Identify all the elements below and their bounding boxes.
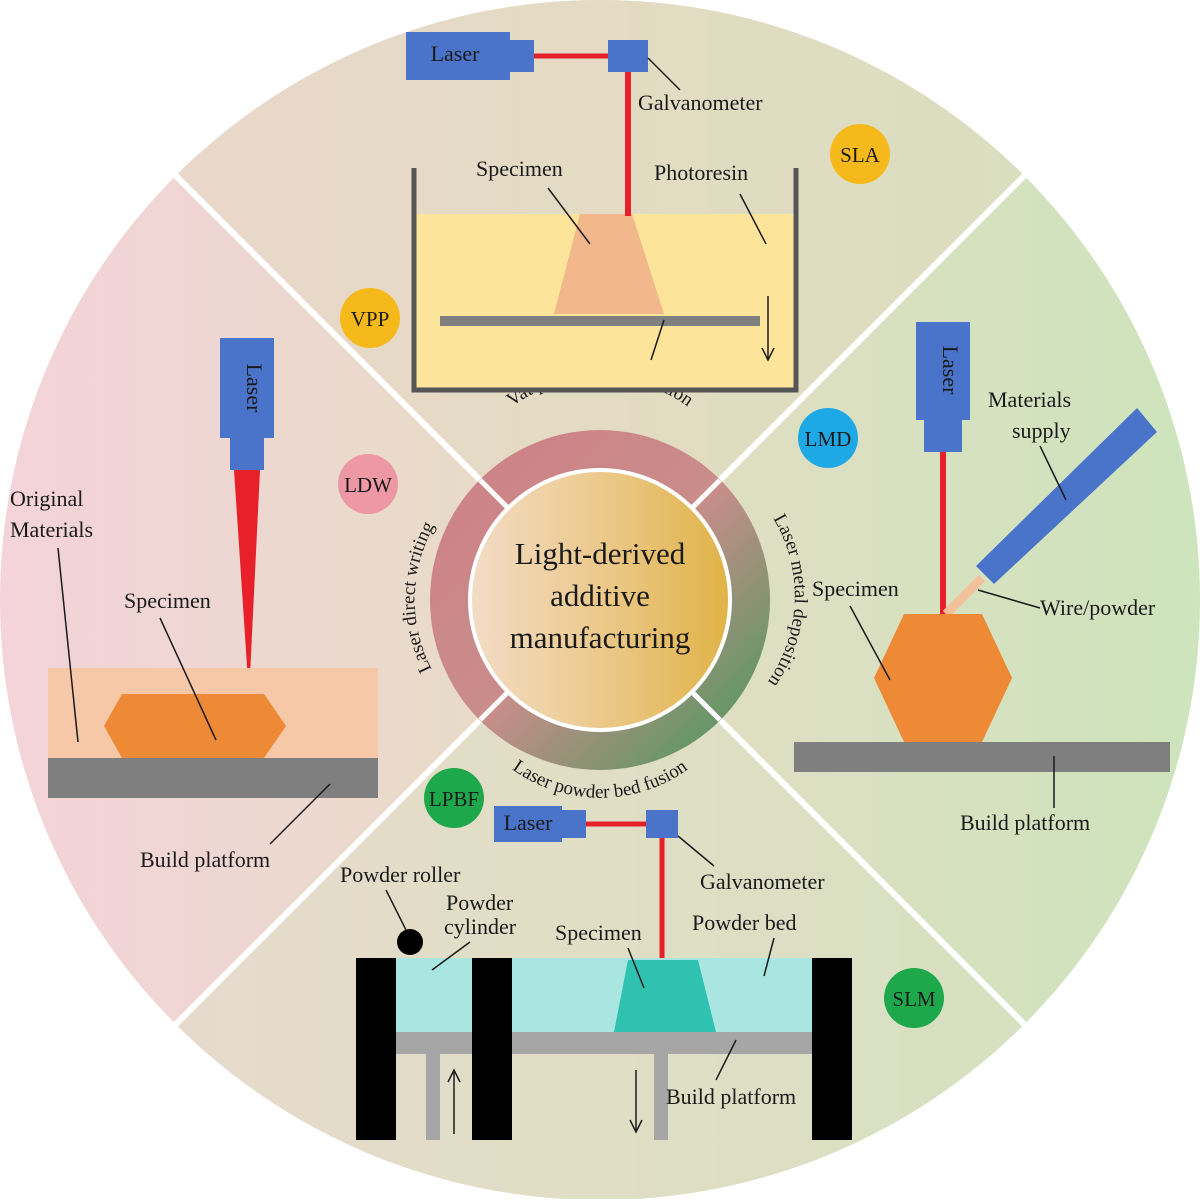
vpp-specimen-leader xyxy=(547,187,591,245)
lpbf-specimen-leader xyxy=(627,947,645,989)
vpp-specimen-label: Specimen xyxy=(476,156,563,181)
lmd-platform-label: Build platform xyxy=(960,810,1090,835)
lmd-laser-label: Laser xyxy=(938,346,963,396)
ldw-original-label-1: Original xyxy=(10,486,83,511)
ldw-panel: Laser Original Materials Specimen Build … xyxy=(10,338,398,872)
lmd-materials-label-2: supply xyxy=(1012,418,1071,443)
lpbf-panel: Laser Galvanometer LPBF Powder roller Po… xyxy=(340,768,944,1140)
lmd-badge-label: LMD xyxy=(805,427,852,451)
lpbf-laser-label: Laser xyxy=(504,810,554,835)
lmd-wire xyxy=(942,574,986,618)
vpp-galvanometer-label: Galvanometer xyxy=(638,90,763,115)
lpbf-badge-label: LPBF xyxy=(429,787,479,811)
powder-bed-fill xyxy=(396,958,816,1032)
lmd-feed-nozzle xyxy=(976,408,1157,584)
ldw-original-label-2: Materials xyxy=(10,517,93,542)
lpbf-laser-box xyxy=(494,806,562,842)
lpbf-galvanometer-label: Galvanometer xyxy=(700,869,825,894)
powder-cylinder-leader xyxy=(431,941,471,971)
vpp-platform xyxy=(440,316,760,326)
lmd-specimen-leader xyxy=(849,605,891,681)
lmd-laser-box xyxy=(916,322,970,420)
ldw-laser-box xyxy=(220,338,274,438)
sla-badge-label: SLA xyxy=(840,143,881,167)
vpp-badge-label: VPP xyxy=(351,307,390,331)
lpbf-wall-left xyxy=(356,958,396,1140)
center-title-line3: manufacturing xyxy=(510,620,691,655)
ldw-original-leader xyxy=(57,547,79,743)
slm-badge xyxy=(884,968,944,1028)
ldw-platform xyxy=(48,758,378,798)
vpp-photoresin-label: Photoresin xyxy=(654,160,748,185)
lpbf-wall-middle xyxy=(472,958,512,1140)
ldw-platform-leader xyxy=(269,783,331,845)
ldw-platform-label: Build platform xyxy=(140,847,270,872)
lmd-wire-label: Wire/powder xyxy=(1040,595,1156,620)
powder-bed-leader xyxy=(763,937,775,977)
lpbf-laser-nozzle xyxy=(560,810,586,838)
lmd-specimen-label: Specimen xyxy=(812,576,899,601)
lmd-materials-leader xyxy=(1039,445,1067,501)
vpp-panel: Laser Galvanometer Specimen Photoresin S… xyxy=(340,32,890,393)
powder-roller-leader xyxy=(385,889,407,931)
lpbf-badge xyxy=(424,768,484,828)
vpp-galvanometer-box xyxy=(608,40,648,72)
vpp-specimen xyxy=(554,214,664,314)
vpp-arrow-head xyxy=(761,347,775,362)
lmd-platform xyxy=(794,742,1170,772)
lpbf-platform-leader xyxy=(715,1039,737,1081)
vpp-laser-label: Laser xyxy=(431,41,481,66)
vpp-galvo-leader xyxy=(647,57,681,91)
lpbf-piston-left xyxy=(426,1054,440,1140)
powder-cylinder-label-1: Powder xyxy=(446,890,514,915)
vpp-badge xyxy=(340,288,400,348)
ldw-laser-label: Laser xyxy=(242,364,267,414)
ldw-specimen xyxy=(104,694,286,758)
resin-vat xyxy=(411,168,799,393)
powder-roller xyxy=(397,929,423,955)
slm-badge-label: SLM xyxy=(892,987,936,1011)
ldw-laser-nozzle xyxy=(230,436,264,470)
ldw-specimen-leader xyxy=(159,617,217,741)
vpp-platform-leader xyxy=(650,319,665,361)
lpbf-galvo-leader xyxy=(677,835,715,867)
center-disc xyxy=(472,472,728,728)
lpbf-arrow-up-head xyxy=(447,1068,461,1083)
lmd-materials-label-1: Materials xyxy=(988,387,1071,412)
vpp-laser-box xyxy=(406,32,510,80)
lmd-wire-leader xyxy=(977,589,1041,609)
lmd-specimen xyxy=(874,614,1012,742)
powder-bed-label: Powder bed xyxy=(692,910,796,935)
lpbf-platform-label: Build platform xyxy=(666,1084,796,1109)
lpbf-galvanometer-box xyxy=(646,810,678,838)
lmd-laser-nozzle xyxy=(924,418,962,452)
ldw-badge-label: LDW xyxy=(344,473,392,497)
quadrant-dividers xyxy=(172,172,1028,1028)
lpbf-wall-right xyxy=(812,958,852,1140)
vpp-laser-nozzle xyxy=(508,40,534,72)
sla-badge xyxy=(830,124,890,184)
ldw-badge xyxy=(338,454,398,514)
ldw-laser-beam xyxy=(234,470,260,696)
lmd-panel: Laser Materials supply LMD Specimen Wire… xyxy=(794,322,1170,835)
lpbf-piston-right xyxy=(654,1054,668,1140)
powder-roller-label: Powder roller xyxy=(340,862,461,887)
lpbf-arrow-down-head xyxy=(629,1119,643,1134)
lmd-badge xyxy=(798,408,858,468)
lpbf-platform xyxy=(396,1032,816,1054)
lpbf-specimen-label: Specimen xyxy=(555,920,642,945)
vpp-photoresin-leader xyxy=(739,193,767,245)
powder-cylinder-label-2: cylinder xyxy=(444,914,517,939)
ldw-specimen-label: Specimen xyxy=(124,588,211,613)
center-title-line2: additive xyxy=(550,578,650,613)
center-title-line1: Light-derived xyxy=(515,536,686,571)
